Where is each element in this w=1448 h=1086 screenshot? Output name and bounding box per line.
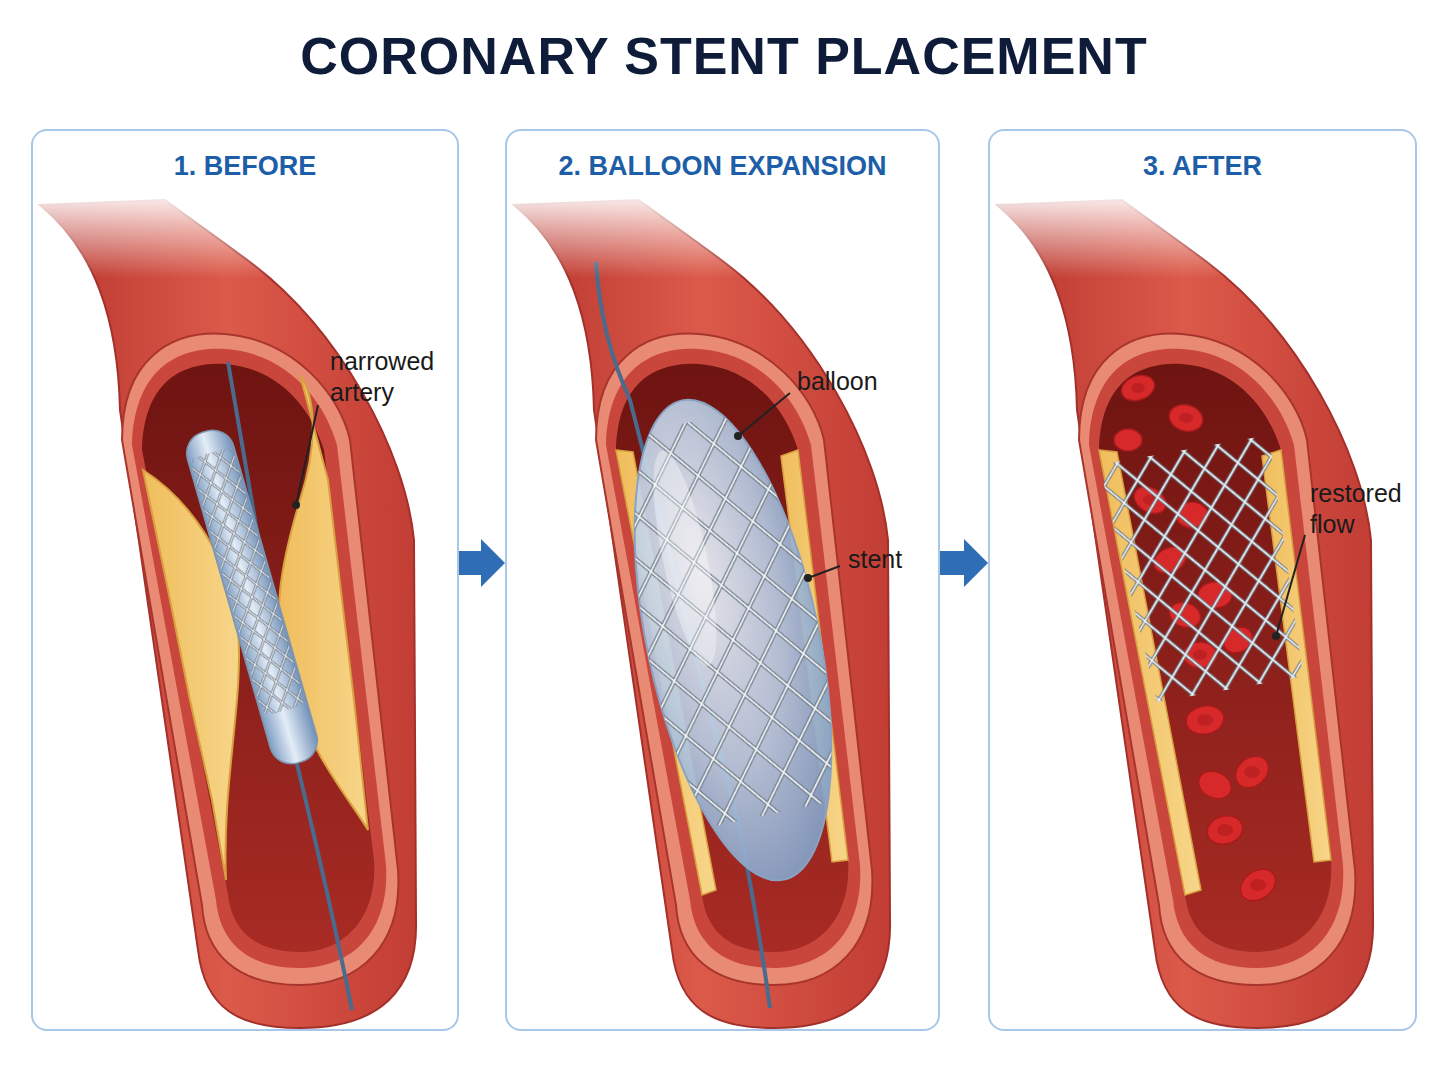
fade — [509, 188, 839, 278]
panel-heading: 2. BALLOON EXPANSION — [507, 151, 938, 182]
arrow-shape — [459, 539, 505, 587]
cell-centers — [1131, 383, 1266, 891]
plaque — [279, 375, 368, 830]
arrow-shape — [940, 539, 988, 587]
leader-line — [296, 405, 318, 505]
step-panel: 1. BEFORE — [31, 129, 459, 1031]
balloon-with-stent — [588, 380, 878, 899]
leader-line — [1276, 535, 1305, 636]
leader-dot — [292, 501, 300, 509]
leader-line — [738, 393, 790, 436]
plaque — [1099, 450, 1201, 895]
fade — [992, 188, 1322, 278]
leader-dot — [804, 574, 812, 582]
expanded-stent — [1095, 431, 1316, 708]
expansion-artery — [509, 188, 890, 1028]
flow-arrow — [459, 539, 505, 587]
step-panel: 2. BALLOON EXPANSION — [505, 129, 940, 1031]
guide-wire — [596, 262, 770, 1008]
stent-on-balloon — [182, 425, 323, 769]
leader-dot — [1272, 632, 1280, 640]
diagram-title: CORONARY STENT PLACEMENT — [0, 26, 1448, 86]
callout-label: restored flow — [1310, 478, 1414, 539]
fade — [35, 188, 365, 278]
callout-label: stent — [848, 544, 948, 575]
blood-cells — [1114, 371, 1282, 907]
after-artery — [992, 188, 1373, 1028]
callout-label: narrowed artery — [330, 346, 448, 407]
step-panel: 3. AFTER — [988, 129, 1417, 1031]
plaque — [616, 450, 716, 895]
callout-label: balloon — [797, 366, 917, 397]
leader-line — [808, 566, 840, 578]
guide-wire — [228, 362, 352, 1010]
panel-heading: 3. AFTER — [990, 151, 1415, 182]
panel-heading: 1. BEFORE — [33, 151, 457, 182]
plaque — [781, 450, 848, 862]
plaque — [143, 470, 239, 880]
leader-dot — [734, 432, 742, 440]
flow-arrow — [940, 539, 988, 587]
before-artery — [35, 188, 416, 1028]
